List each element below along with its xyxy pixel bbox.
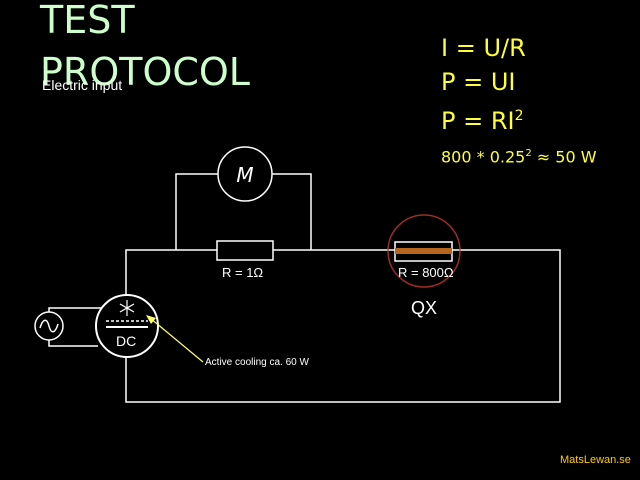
reactor-label: R = 800Ω <box>398 265 454 280</box>
formula-calculation-exponent: 2 <box>525 148 532 159</box>
formula-power-ri2: P = RI2 <box>441 102 524 135</box>
annotation-arrow <box>146 315 204 363</box>
circuit-wires <box>48 173 561 403</box>
formula-power-ri2-exponent: 2 <box>514 108 524 124</box>
formula-power-ui-text: P = UI <box>441 68 516 96</box>
reactor-name: QX <box>411 298 438 318</box>
page-title: TEST PROTOCOL <box>40 0 250 94</box>
reactor-icon <box>387 214 461 288</box>
resistor-label: R = 1Ω <box>222 265 264 280</box>
footer-credit: MatsLewan.se <box>560 454 631 466</box>
ac-source-icon <box>34 311 64 341</box>
snowflake-icon <box>119 300 135 316</box>
formula-power-ui: P = UI <box>441 68 515 96</box>
dc-supply-icon <box>95 294 159 358</box>
meter-symbol: M <box>236 163 253 187</box>
formula-calculation-result: ≈ 50 W <box>531 147 597 167</box>
resistor-icon <box>216 240 274 261</box>
formula-power-ri2-text: P = RI <box>441 107 515 135</box>
subtitle: Electric input <box>42 77 123 93</box>
formula-calculation-text: 800 * 0.25 <box>441 147 526 167</box>
dc-supply-label: DC <box>116 333 137 349</box>
formula-ohms-law: I = U/R <box>441 34 526 62</box>
formula-calculation: 800 * 0.252 ≈ 50 W <box>441 140 597 171</box>
meter-icon: M <box>217 146 273 202</box>
cooling-annotation: Active cooling ca. 60 W <box>205 357 309 368</box>
